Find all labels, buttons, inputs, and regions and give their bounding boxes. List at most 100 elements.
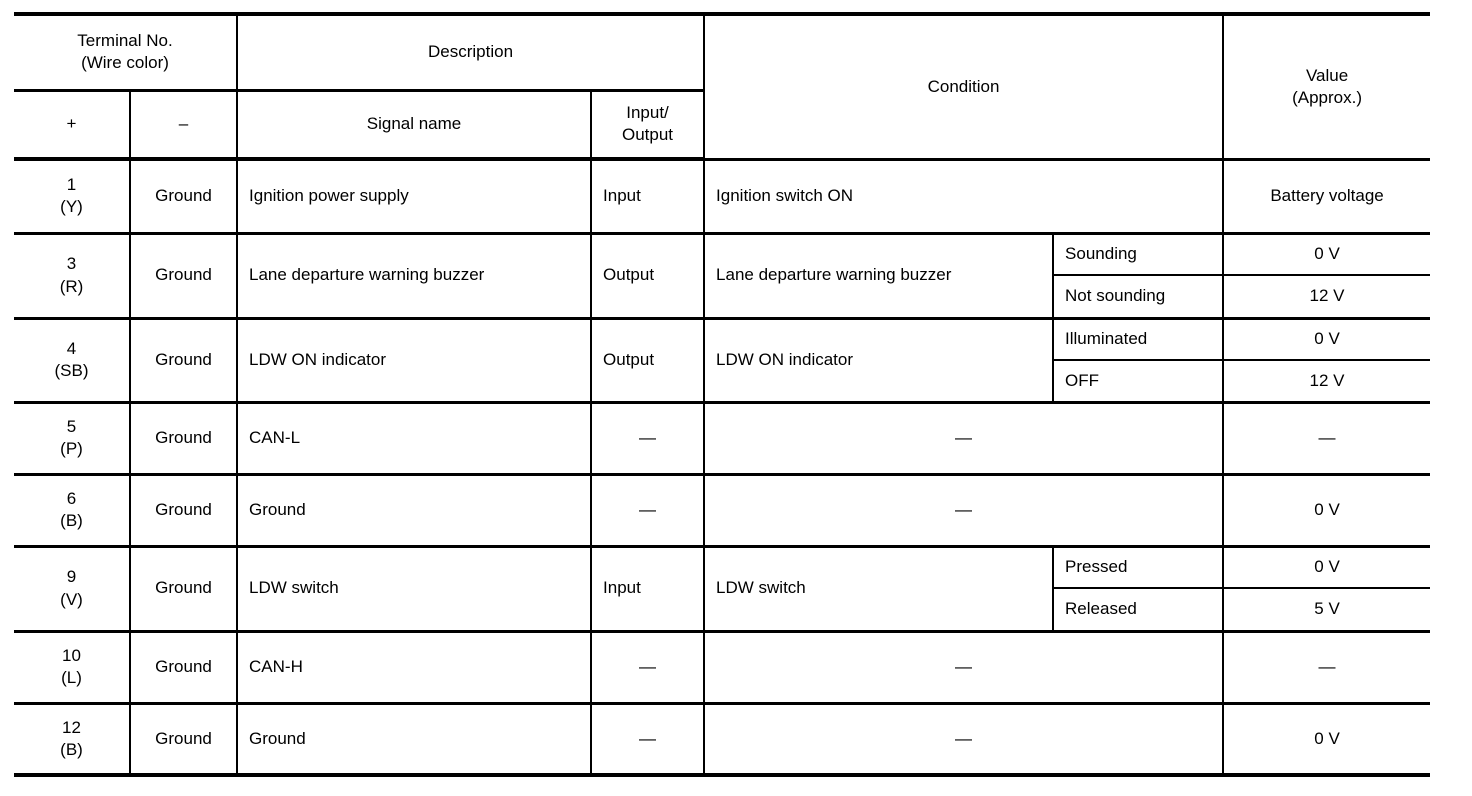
cell-signal-name: Lane departure warning buzzer bbox=[237, 233, 593, 320]
terminal-reference-table: Terminal No. (Wire color) Description Co… bbox=[14, 12, 1431, 777]
terminal-number: 3 bbox=[66, 254, 77, 274]
cell-input-output: — bbox=[591, 474, 706, 548]
header-row-1: Terminal No. (Wire color) Description Co… bbox=[14, 14, 1431, 161]
cell-signal-name: Ignition power supply bbox=[237, 159, 593, 235]
cell-terminal: 12 (B) bbox=[14, 703, 131, 777]
cell-terminal: 6 (B) bbox=[14, 474, 131, 548]
cell-condition: — bbox=[704, 703, 1225, 777]
cell-condition: — bbox=[704, 631, 1225, 705]
cell-terminal: 1 (Y) bbox=[14, 159, 131, 235]
cell-value: — bbox=[1223, 631, 1431, 705]
cell-signal-name: LDW switch bbox=[237, 546, 593, 633]
header-io-line2: Output bbox=[622, 125, 674, 145]
table-row: 9 (V) Ground LDW switch Input LDW switch… bbox=[14, 546, 1431, 633]
cell-condition-state: OFF bbox=[1053, 360, 1225, 404]
terminal-number: 5 bbox=[66, 416, 77, 436]
table-row: 1 (Y) Ground Ignition power supply Input… bbox=[14, 159, 1431, 235]
table-subrow: OFF 12 V bbox=[14, 360, 1431, 404]
header-value: Value (Approx.) bbox=[1223, 14, 1431, 161]
header-row-2: + – Signal name Input/ Output bbox=[14, 90, 1430, 161]
cell-condition: — bbox=[704, 474, 1225, 548]
header-terminal-no-line2: (Wire color) bbox=[81, 53, 169, 73]
cell-input-output: — bbox=[591, 402, 706, 476]
table-row: 6 (B) Ground Ground — — 0 V bbox=[14, 474, 1431, 548]
cell-terminal: 3 (R) bbox=[14, 233, 131, 320]
wire-color: (SB) bbox=[54, 361, 89, 380]
cell-signal-name: LDW ON indicator bbox=[237, 318, 593, 404]
cell-value: Battery voltage bbox=[1223, 159, 1431, 235]
table-row: 4 (SB) Ground LDW ON indicator Output LD… bbox=[14, 318, 1431, 404]
cell-value: 0 V bbox=[1223, 318, 1431, 361]
cell-condition-state: Illuminated bbox=[1053, 318, 1225, 361]
header-description: Description bbox=[237, 14, 706, 92]
cell-value: 12 V bbox=[1223, 275, 1431, 320]
terminal-number: 4 bbox=[66, 338, 77, 358]
cell-input-output: — bbox=[591, 703, 706, 777]
wire-color: (Y) bbox=[60, 197, 83, 217]
cell-value: 12 V bbox=[1223, 360, 1431, 404]
header-plus: + bbox=[14, 90, 131, 161]
terminal-number: 1 bbox=[66, 175, 77, 195]
cell-ground: Ground bbox=[130, 159, 239, 235]
cell-input-output: — bbox=[591, 631, 706, 705]
cell-input-output: Output bbox=[591, 233, 706, 320]
cell-signal-name: CAN-H bbox=[237, 631, 593, 705]
cell-value: 0 V bbox=[1223, 546, 1431, 589]
cell-condition: — bbox=[704, 402, 1225, 476]
cell-ground: Ground bbox=[130, 402, 239, 476]
table-row: 12 (B) Ground Ground — — 0 V bbox=[14, 703, 1431, 777]
terminal-number: 6 bbox=[66, 488, 77, 508]
table-row: 5 (P) Ground CAN-L — — — bbox=[14, 402, 1431, 476]
cell-condition: Lane departure warning buzzer bbox=[704, 233, 1055, 320]
cell-value: 5 V bbox=[1223, 588, 1431, 633]
cell-ground: Ground bbox=[130, 546, 239, 633]
cell-condition-state: Not sounding bbox=[1053, 275, 1225, 320]
terminal-number: 10 bbox=[62, 645, 81, 665]
header-condition: Condition bbox=[704, 14, 1225, 161]
header-value-line2: (Approx.) bbox=[1292, 87, 1362, 107]
header-minus: – bbox=[130, 90, 239, 161]
wire-color: (L) bbox=[61, 668, 82, 687]
cell-ground: Ground bbox=[130, 318, 239, 404]
wire-color: (V) bbox=[60, 589, 83, 609]
cell-terminal: 4 (SB) bbox=[14, 318, 131, 404]
cell-terminal: 10 (L) bbox=[14, 631, 131, 705]
header-input-output: Input/ Output bbox=[591, 90, 706, 161]
cell-signal-name: Ground bbox=[237, 474, 593, 548]
wire-color: (P) bbox=[60, 439, 83, 458]
cell-condition-state: Released bbox=[1053, 588, 1225, 633]
cell-value: 0 V bbox=[1223, 474, 1431, 548]
cell-value: — bbox=[1223, 402, 1431, 476]
cell-value: 0 V bbox=[1223, 703, 1431, 777]
table-subrow: Not sounding 12 V bbox=[14, 275, 1431, 320]
header-terminal-no-line1: Terminal No. bbox=[77, 31, 173, 51]
header-signal-name: Signal name bbox=[237, 90, 593, 161]
cell-signal-name: Ground bbox=[237, 703, 593, 777]
cell-terminal: 9 (V) bbox=[14, 546, 131, 633]
cell-condition: LDW switch bbox=[704, 546, 1055, 633]
terminal-number: 12 bbox=[62, 717, 81, 737]
cell-ground: Ground bbox=[130, 474, 239, 548]
cell-terminal: 5 (P) bbox=[14, 402, 131, 476]
header-io-line1: Input/ bbox=[626, 103, 669, 123]
cell-input-output: Input bbox=[591, 159, 706, 235]
cell-ground: Ground bbox=[130, 631, 239, 705]
cell-input-output: Input bbox=[591, 546, 706, 633]
wire-color: (R) bbox=[59, 276, 84, 296]
table-row: 3 (R) Ground Lane departure warning buzz… bbox=[14, 233, 1431, 320]
table-subrow: Released 5 V bbox=[14, 588, 1431, 633]
header-value-line1: Value bbox=[1305, 65, 1349, 85]
cell-condition-state: Sounding bbox=[1053, 233, 1225, 276]
cell-value: 0 V bbox=[1223, 233, 1431, 276]
header-terminal-no: Terminal No. (Wire color) bbox=[14, 14, 239, 92]
cell-ground: Ground bbox=[130, 233, 239, 320]
wire-color: (B) bbox=[60, 511, 83, 530]
cell-condition: Ignition switch ON bbox=[704, 159, 1225, 235]
cell-condition: LDW ON indicator bbox=[704, 318, 1055, 404]
cell-ground: Ground bbox=[130, 703, 239, 777]
terminal-number: 9 bbox=[66, 567, 77, 587]
cell-condition-state: Pressed bbox=[1053, 546, 1225, 589]
cell-signal-name: CAN-L bbox=[237, 402, 593, 476]
cell-input-output: Output bbox=[591, 318, 706, 404]
